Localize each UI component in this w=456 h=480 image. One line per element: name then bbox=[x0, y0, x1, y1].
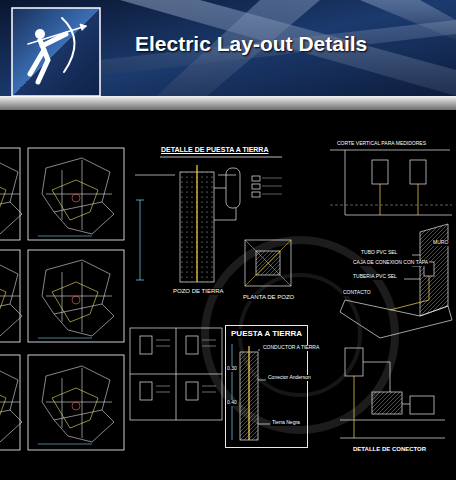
part-label: CONDUCTOR A TIERRA bbox=[262, 345, 320, 351]
part-label: TUBO PVC SEL bbox=[360, 250, 398, 256]
dimension: 0.30 bbox=[226, 366, 238, 372]
dimension: 0.40 bbox=[226, 400, 238, 406]
drawing-caption: DETALLE DE CONECTOR bbox=[352, 446, 427, 453]
page-title: Electric Lay-out Details bbox=[135, 32, 367, 56]
detail-frame: PUESTA A TIERRA bbox=[225, 325, 308, 448]
part-label: CAJA DE CONEXION CON TAPA bbox=[352, 260, 429, 266]
part-label: CONTACTO bbox=[342, 290, 372, 296]
part-label: Tierra Negra bbox=[271, 420, 301, 426]
section-title: CORTE VERTICAL PARA MEDIDORES bbox=[336, 141, 427, 147]
drawing-caption: PLANTA DE POZO bbox=[242, 294, 295, 301]
part-label: MURO bbox=[432, 240, 449, 246]
part-label: Conector Anderson bbox=[267, 375, 312, 381]
frame-heading: PUESTA A TIERRA bbox=[229, 329, 304, 338]
drawing-caption: POZO DE TIERRA bbox=[172, 288, 225, 295]
part-label: TUBERIA PVC SEL bbox=[352, 274, 398, 280]
detail-title: DETALLE DE PUESTA A TIERRA bbox=[160, 146, 269, 154]
